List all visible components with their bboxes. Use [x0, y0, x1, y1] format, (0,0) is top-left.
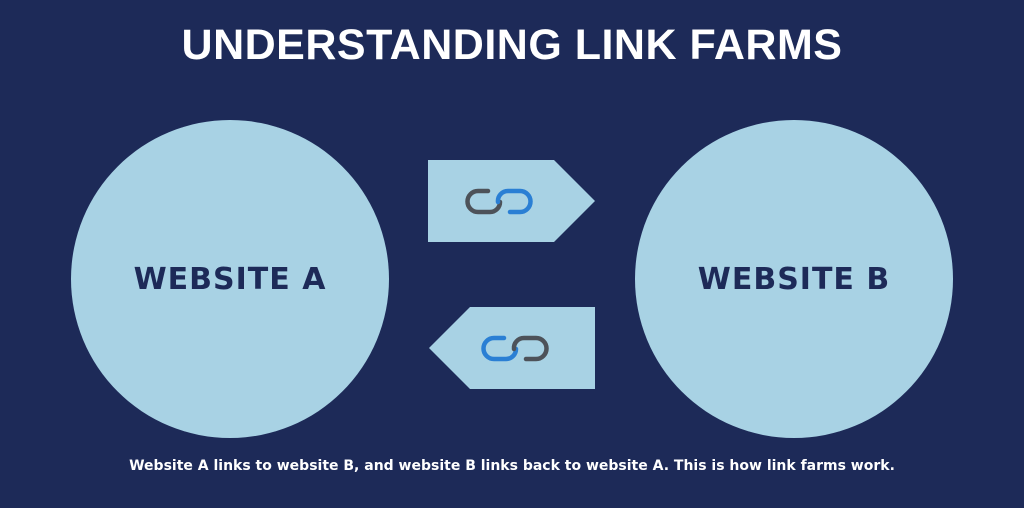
website-b-label: WEBSITE B — [697, 261, 891, 297]
page-title: UNDERSTANDING LINK FARMS — [181, 21, 843, 69]
website-a-node: WEBSITE A — [71, 120, 389, 438]
arrow-a-to-b — [428, 160, 595, 242]
arrow-b-to-a — [429, 307, 595, 389]
link-icon — [465, 188, 533, 215]
caption: Website A links to website B, and websit… — [129, 458, 895, 474]
link-icon — [481, 335, 549, 362]
website-b-node: WEBSITE B — [635, 120, 953, 438]
website-a-label: WEBSITE A — [133, 261, 327, 297]
